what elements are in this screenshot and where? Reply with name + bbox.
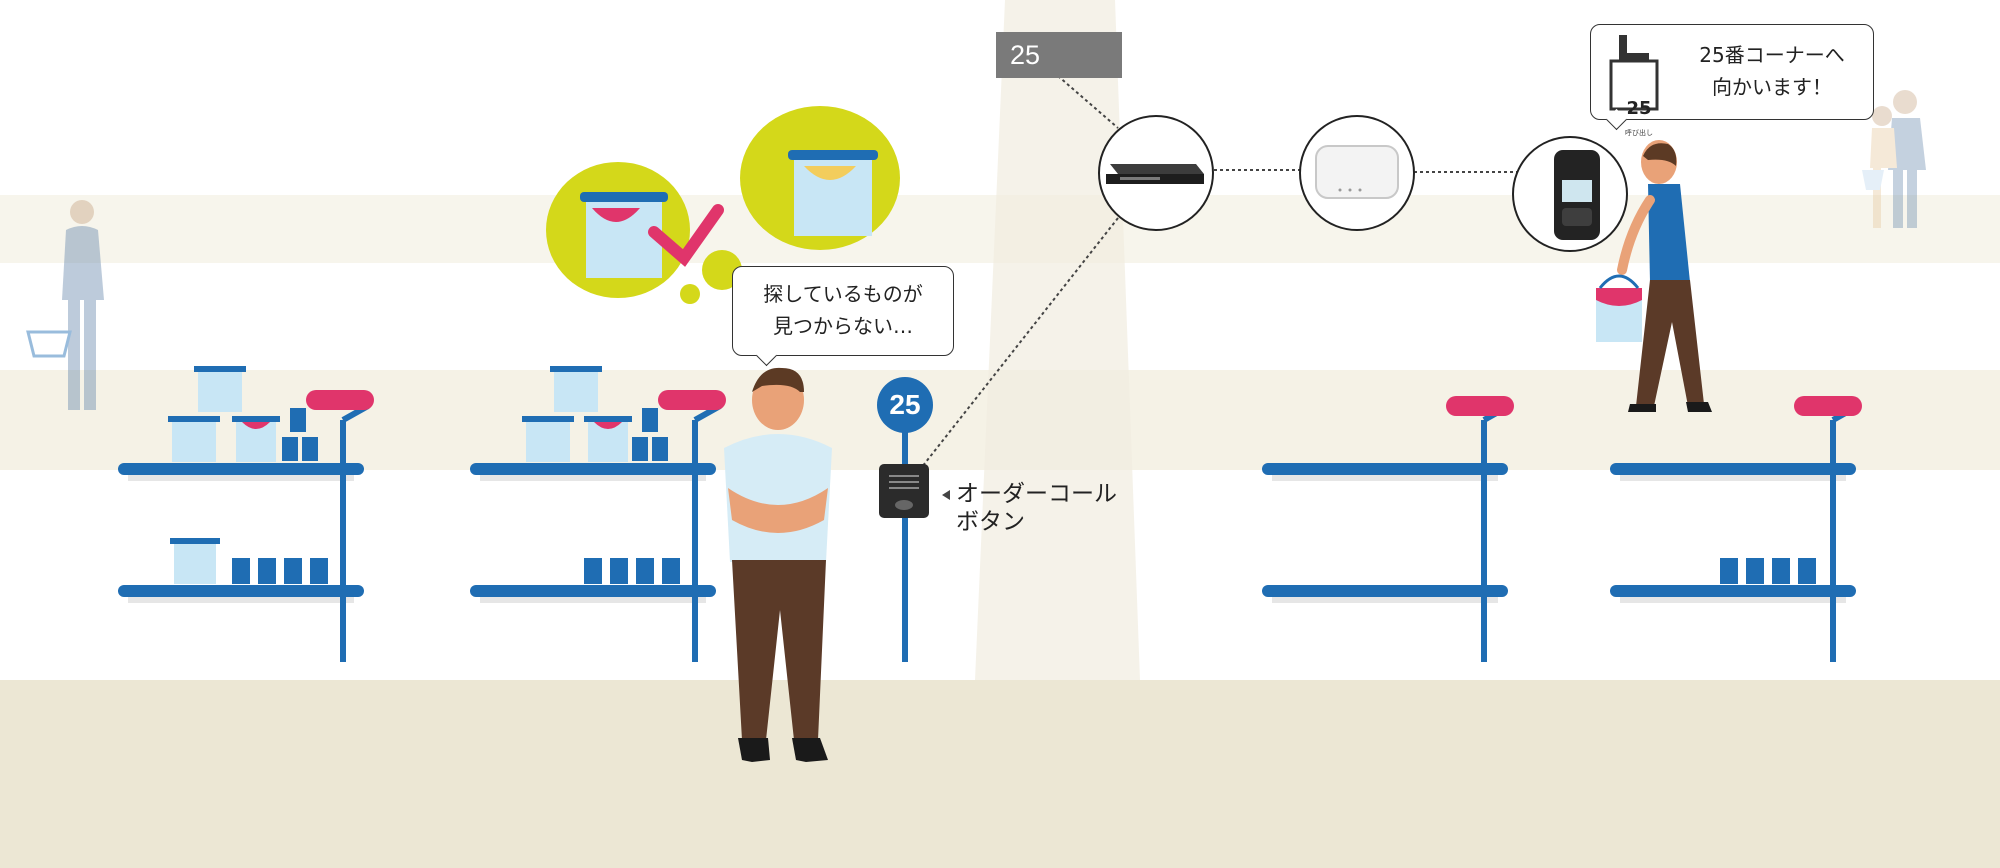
shelf-unit-4	[1610, 396, 1862, 662]
pager-subtext: 呼び出し	[1625, 129, 1653, 137]
shelf-unit-2	[470, 366, 726, 662]
checkmark-icon	[648, 204, 724, 267]
order-call-pole	[879, 430, 929, 662]
staff-bubble-line-2: 向かいます！	[1712, 75, 1832, 99]
corner-number-sign: 25	[877, 377, 933, 433]
background-shopper-left	[26, 200, 104, 410]
staff-figure	[1596, 140, 1712, 412]
order-call-label-line-1: オーダーコール	[956, 481, 1117, 507]
controller-device-icon	[1098, 115, 1214, 231]
thought-bubble	[546, 106, 900, 304]
access-point-icon	[1299, 115, 1415, 231]
network-connections	[917, 75, 1532, 473]
shelf-unit-3	[1262, 396, 1514, 662]
floor	[0, 680, 2000, 868]
customer-bubble-line-1: 探しているものが	[763, 282, 923, 306]
background-shoppers-right	[1862, 90, 1926, 228]
pager-number: 25	[1626, 98, 1652, 119]
staff-speech-bubble: 25 呼び出し 25番コーナーへ 向かいます！	[1590, 24, 1874, 137]
aisle-floor	[975, 0, 1140, 680]
shelf-unit-1	[118, 366, 374, 662]
order-call-label: オーダーコール ボタン	[942, 480, 1117, 536]
staff-bubble-line-1: 25番コーナーへ	[1699, 43, 1845, 67]
pager-display-icon	[1609, 35, 1659, 111]
order-call-button-device	[879, 464, 929, 518]
customer-bubble-line-2: 見つからない…	[773, 314, 913, 338]
customer-figure	[724, 367, 832, 762]
customer-speech-bubble: 探しているものが 見つからない…	[732, 266, 954, 367]
radio-transceiver-icon	[1512, 136, 1628, 252]
number-tag: 25	[996, 32, 1122, 78]
order-call-label-line-2: ボタン	[956, 509, 1025, 535]
